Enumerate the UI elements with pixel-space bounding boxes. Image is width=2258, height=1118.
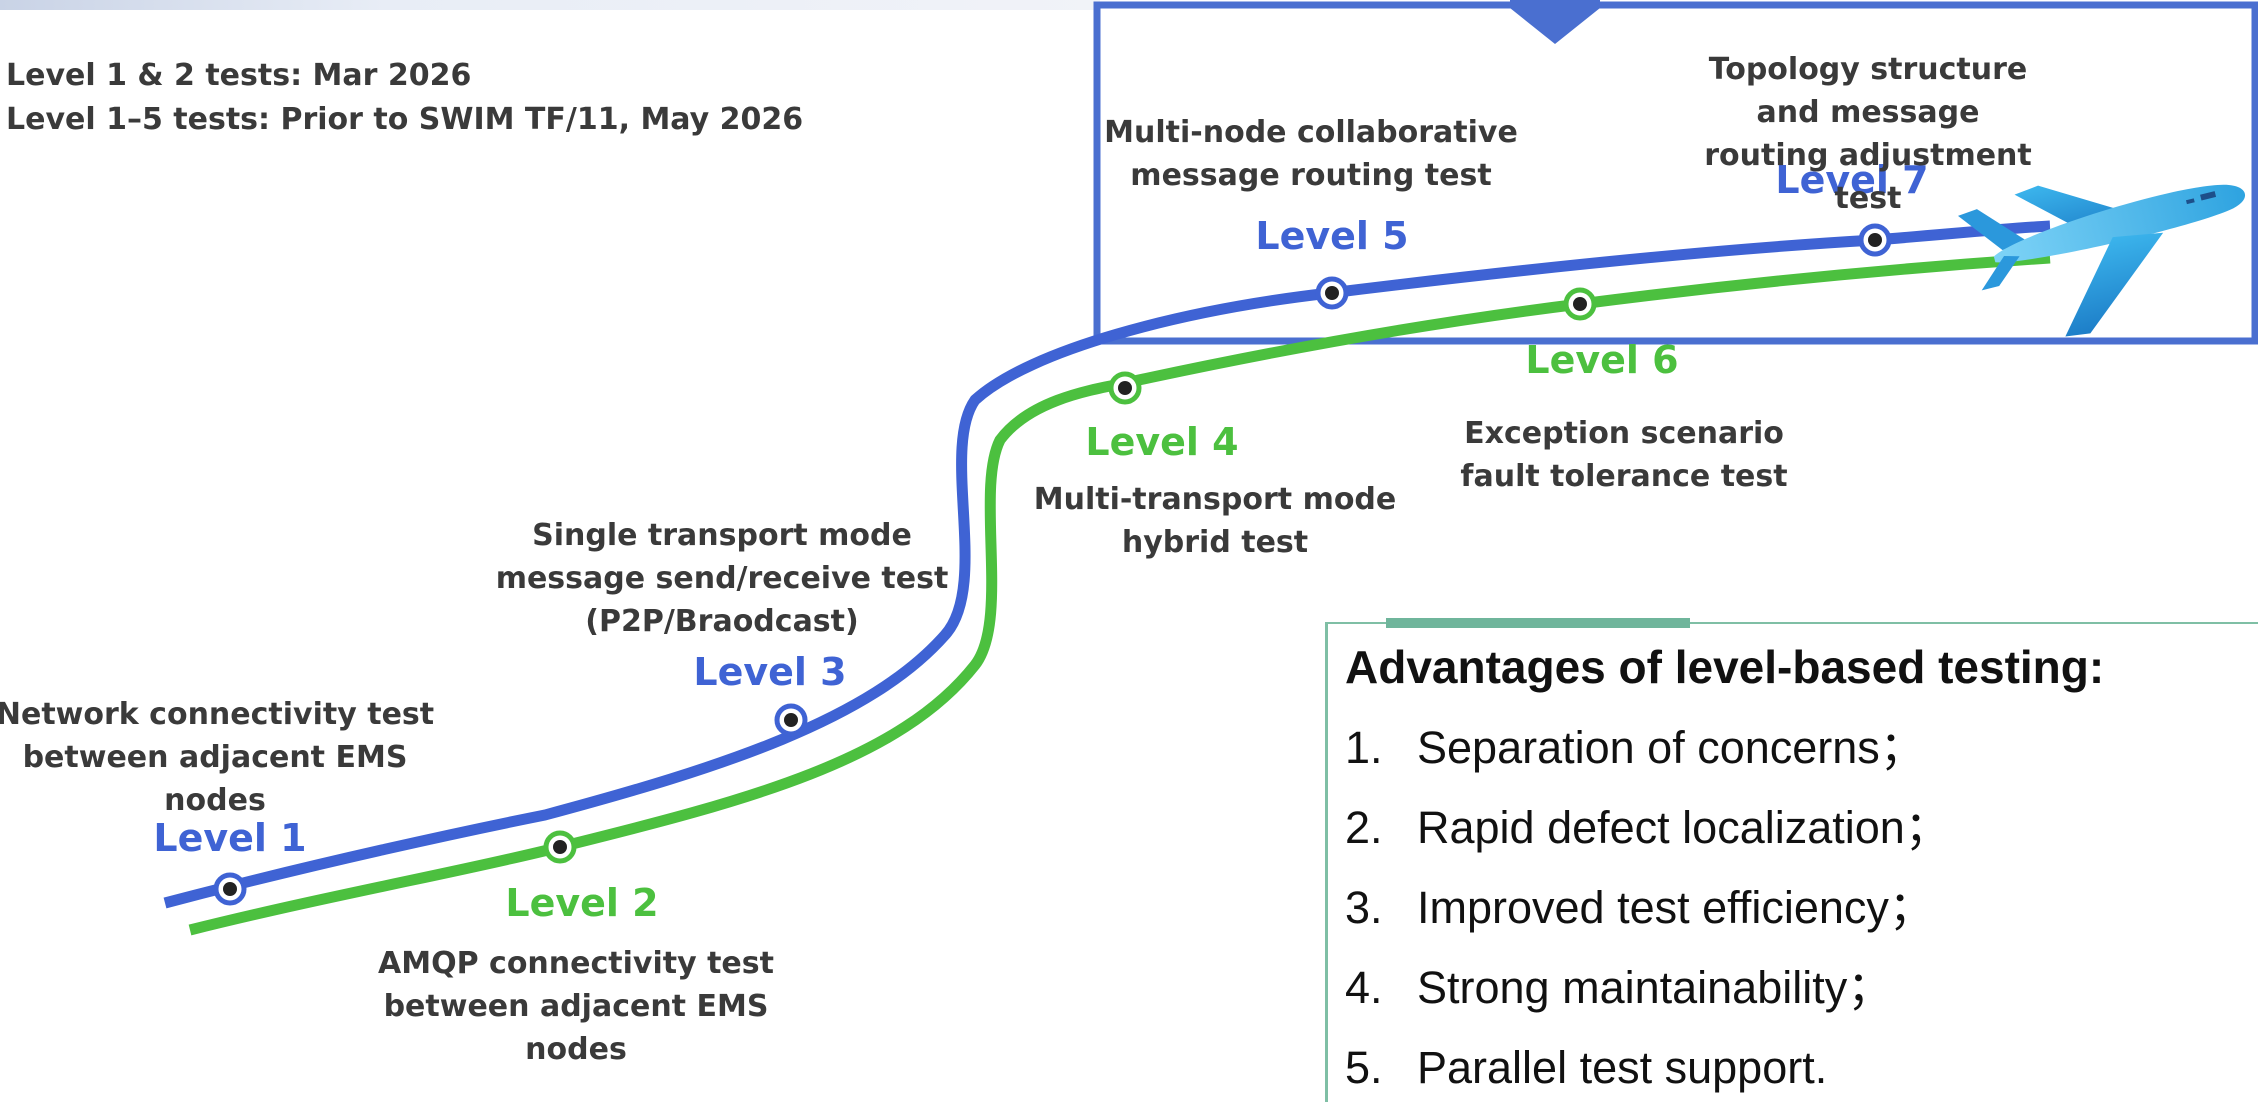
track-graphic [163, 0, 2258, 936]
blue-track [163, 220, 2051, 909]
milestone-marker-icon-level4 [1108, 371, 1142, 405]
advantages-title: Advantages of level-based testing: [1345, 641, 2105, 693]
airplane-icon [1957, 184, 2246, 337]
level-3-label: Level 3 [693, 650, 847, 694]
list-item: 1. Separation of concerns； [1345, 718, 1950, 798]
advantages-panel [1325, 622, 2258, 1102]
level-1-description: Network connectivity test between adjace… [0, 697, 435, 818]
level-6-label: Level 6 [1525, 338, 1679, 382]
list-item-text: Parallel test support. [1417, 1042, 1828, 1093]
level-3-description: Single transport mode message send/recei… [495, 518, 949, 639]
list-item: 3. Improved test efficiency； [1345, 878, 1950, 958]
milestone-marker-icon-level6 [1563, 287, 1597, 321]
list-item-number: 1. [1345, 722, 1383, 773]
schedule-line-2: Level 1–5 tests: Prior to SWIM TF/11, Ma… [6, 102, 804, 137]
milestone-marker-icon-level2 [543, 830, 577, 864]
level-5-label: Level 5 [1255, 214, 1409, 258]
list-item-number: 4. [1345, 962, 1383, 1013]
level-2-description: AMQP connectivity test between adjacent … [378, 946, 774, 1067]
highlight-box [1093, 1, 2258, 345]
level-7-label: Level 7 [1775, 158, 1929, 202]
advantages-accent-bar [1386, 618, 1690, 628]
list-item-text: Separation of concerns； [1417, 722, 1925, 773]
schedule-notes: Level 1 & 2 tests: Mar 2026 Level 1–5 te… [6, 54, 803, 142]
level-2-label: Level 2 [505, 881, 659, 925]
milestone-marker-icon-level1 [213, 872, 247, 906]
milestone-marker-icon-level3 [774, 703, 808, 737]
list-item-text: Improved test efficiency； [1417, 882, 1934, 933]
level-6-description: Exception scenario fault tolerance test [1460, 416, 1788, 494]
level-7-description: Topology structure and message routing a… [1704, 52, 2032, 216]
list-item: 5. Parallel test support. [1345, 1038, 1950, 1118]
advantages-list: 1. Separation of concerns； 2. Rapid defect… [1345, 718, 1950, 1118]
top-banner [0, 0, 1100, 10]
list-item-number: 3. [1345, 882, 1383, 933]
list-item-text: Rapid defect localization； [1417, 802, 1950, 853]
level-1-label: Level 1 [153, 816, 307, 860]
down-pointer-icon [1510, 0, 1600, 44]
level-4-label: Level 4 [1085, 420, 1239, 464]
list-item-text: Strong maintainability； [1417, 962, 1893, 1013]
milestone-marker-icon-level5 [1315, 276, 1349, 310]
milestone-marker-icon-level7 [1858, 223, 1892, 257]
list-item: 2. Rapid defect localization； [1345, 798, 1950, 878]
level-5-description: Multi-node collaborative message routing… [1104, 115, 1518, 193]
list-item-number: 2. [1345, 802, 1383, 853]
list-item-number: 5. [1345, 1042, 1383, 1093]
schedule-line-1: Level 1 & 2 tests: Mar 2026 [6, 58, 472, 93]
level-4-description: Multi-transport mode hybrid test [1033, 482, 1397, 560]
list-item: 4. Strong maintainability； [1345, 958, 1950, 1038]
